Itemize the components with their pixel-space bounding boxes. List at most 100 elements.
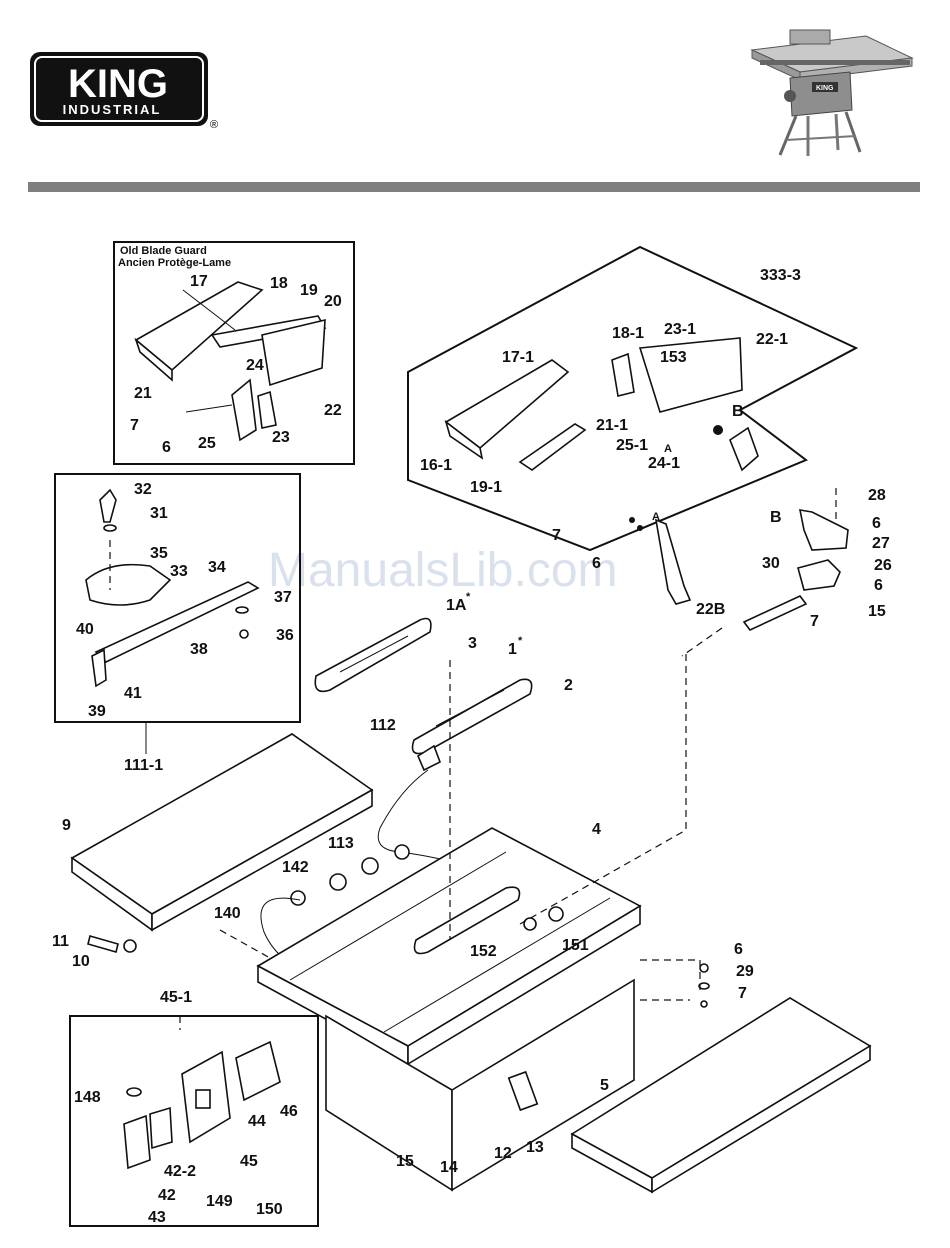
assembly-lines	[219, 627, 723, 1001]
saw-table-and-cabinet	[256, 827, 642, 1192]
callout-40: 40	[76, 621, 94, 638]
power-cord	[377, 744, 453, 863]
callout-152: 152	[470, 943, 497, 960]
callout-25: 25	[198, 435, 216, 452]
callout-11: 11	[52, 933, 69, 950]
callout-22-1: 22-1	[756, 331, 788, 348]
callout-39: 39	[88, 703, 106, 720]
callout-20: 20	[324, 293, 342, 310]
old-guard-title-fr: Ancien Protège-Lame	[118, 257, 231, 269]
callout-22b: 22B	[696, 601, 725, 618]
king-industrial-logo: KING INDUSTRIAL	[30, 52, 208, 126]
callout-7-wing: 7	[738, 985, 747, 1002]
callout-333-3: 333-3	[760, 267, 801, 284]
hardware-nuts	[87, 857, 379, 961]
callout-33: 33	[170, 563, 188, 580]
miter-gauge-inset	[54, 473, 301, 723]
left-extension-wing	[70, 733, 374, 932]
old-guard-title-en: Old Blade Guard	[120, 245, 207, 257]
callout-17-1: 17-1	[502, 349, 534, 366]
callout-153: 153	[660, 349, 687, 366]
callout-a-guard: A	[664, 443, 672, 455]
callout-142: 142	[282, 859, 309, 876]
old-blade-guard-inset: Old Blade Guard Ancien Protège-Lame	[113, 241, 355, 465]
callout-6-bracket: 6	[874, 577, 883, 594]
right-extension-wing	[570, 963, 872, 1194]
callout-7-bracket: 7	[810, 613, 819, 630]
callout-24-1: 24-1	[648, 455, 680, 472]
callout-45-1: 45-1	[160, 989, 192, 1006]
callout-42: 42	[158, 1187, 176, 1204]
table-inserts	[314, 617, 533, 755]
callout-45: 45	[240, 1153, 258, 1170]
rear-bracket-parts	[742, 488, 849, 631]
callout-14: 14	[440, 1159, 458, 1176]
callout-111-1: 111-1	[124, 757, 163, 774]
callout-23: 23	[272, 429, 290, 446]
callout-7-splitter: 7	[552, 527, 561, 544]
callout-b-guard: B	[732, 403, 744, 420]
callout-19-1: 19-1	[470, 479, 502, 496]
callout-43: 43	[148, 1209, 166, 1226]
callout-12: 12	[494, 1145, 512, 1162]
callout-149: 149	[206, 1193, 233, 1210]
callout-22: 22	[324, 402, 342, 419]
watermark: ManualsLib.com	[268, 544, 618, 597]
callout-1-asterisk: *	[518, 635, 523, 647]
header-bar	[28, 182, 920, 192]
callout-24: 24	[246, 357, 264, 374]
callout-b-bracket: B	[770, 509, 782, 526]
callout-6-bracket-top: 6	[872, 515, 881, 532]
callout-42-2: 42-2	[164, 1163, 196, 1180]
callout-150: 150	[256, 1201, 283, 1218]
callout-18: 18	[270, 275, 288, 292]
callout-16-1: 16-1	[420, 457, 452, 474]
callout-13: 13	[526, 1139, 544, 1156]
splitter-parts	[629, 517, 692, 605]
registered-mark: ®	[210, 119, 218, 131]
callout-a-splitter: A	[652, 511, 660, 523]
callout-37: 37	[274, 589, 292, 606]
blade-guard-assembly	[407, 245, 859, 552]
callout-2: 2	[564, 677, 573, 694]
callout-113: 113	[328, 835, 354, 852]
callout-3: 3	[468, 635, 477, 652]
callout-17: 17	[190, 273, 208, 290]
callout-32: 32	[134, 481, 152, 498]
callout-7-old: 7	[130, 417, 139, 434]
switch-inset	[69, 1015, 319, 1227]
callout-19: 19	[300, 282, 318, 299]
callout-140: 140	[214, 905, 241, 922]
callout-6-wing: 6	[734, 941, 743, 958]
callout-21-1: 21-1	[596, 417, 628, 434]
callout-21: 21	[134, 385, 152, 402]
callout-46: 46	[280, 1103, 298, 1120]
callout-1a-asterisk: *	[466, 591, 471, 603]
callout-26: 26	[874, 557, 892, 574]
callout-15-cabinet: 15	[396, 1153, 414, 1170]
callout-41: 41	[124, 685, 142, 702]
callout-31: 31	[150, 505, 168, 522]
callout-28: 28	[868, 487, 886, 504]
callout-36: 36	[276, 627, 294, 644]
callout-112: 112	[370, 717, 396, 734]
callout-9: 9	[62, 817, 71, 834]
callout-18-1: 18-1	[612, 325, 644, 342]
callout-23-1: 23-1	[664, 321, 696, 338]
callout-25-1: 25-1	[616, 437, 648, 454]
callout-151: 151	[562, 937, 589, 954]
callout-29: 29	[736, 963, 754, 980]
callout-44: 44	[248, 1113, 266, 1130]
brand-sub: INDUSTRIAL	[63, 102, 162, 117]
table-saw-photo: KING	[750, 29, 914, 156]
callout-5: 5	[600, 1077, 609, 1094]
callout-38: 38	[190, 641, 208, 658]
callout-1a: 1A	[446, 597, 467, 614]
callout-30: 30	[762, 555, 780, 572]
callout-15-bracket: 15	[868, 603, 886, 620]
callout-148: 148	[74, 1089, 101, 1106]
callout-6-splitter: 6	[592, 555, 601, 572]
callout-34: 34	[208, 559, 226, 576]
brand-main: KING	[68, 62, 168, 106]
